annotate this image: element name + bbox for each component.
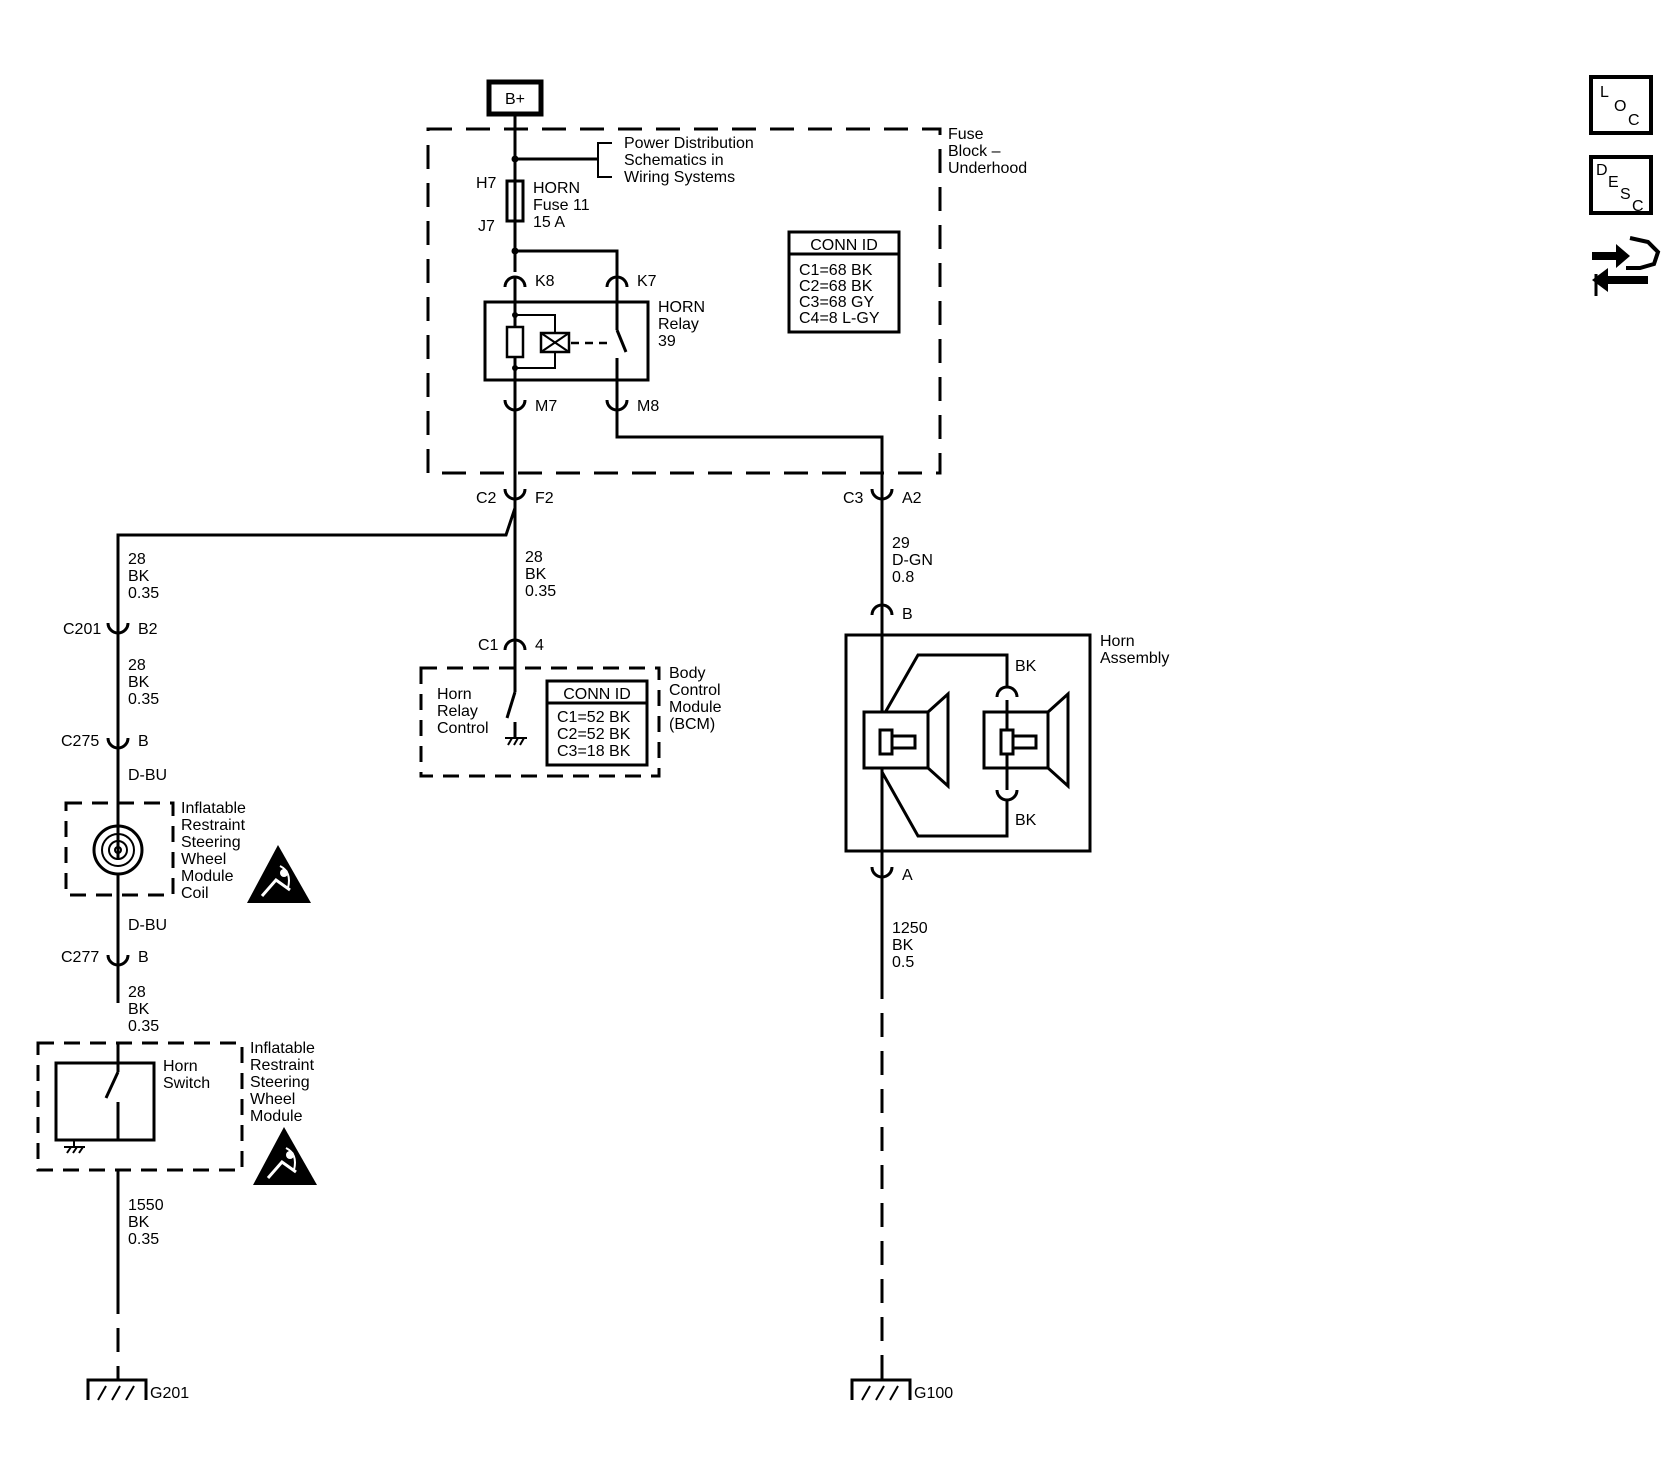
horn-relay-control-label: Horn Relay Control — [437, 686, 489, 737]
svg-text:4: 4 — [535, 637, 544, 654]
horn-1-icon — [862, 690, 950, 790]
svg-text:S: S — [1620, 186, 1631, 203]
fuse-pin-out: J7 — [478, 218, 495, 235]
svg-text:C4=8 L-GY: C4=8 L-GY — [799, 310, 880, 327]
coil-label: Inflatable Restraint Steering Wheel Modu… — [181, 800, 250, 902]
svg-text:O: O — [1614, 98, 1626, 115]
wire-label-switch-ground: 1550 BK 0.35 — [128, 1197, 168, 1248]
wire-label-dbu-upper: D-BU — [128, 767, 167, 784]
clockspring-coil-icon — [92, 803, 144, 895]
ground-g100-label: G100 — [914, 1385, 953, 1402]
svg-text:L: L — [1600, 84, 1609, 101]
connector-c277: C277 B — [61, 949, 149, 967]
svg-text:M7: M7 — [535, 398, 557, 415]
ground-g100-icon — [850, 1378, 912, 1401]
connector-horn-a: A — [870, 851, 913, 975]
wire-label-horn-feed: 29 D-GN 0.8 — [892, 535, 937, 586]
connector-c3-a2: C3 A2 — [843, 484, 922, 508]
horn-2-top-connector — [995, 685, 1019, 698]
fuse-block-label: Fuse Block – Underhood — [948, 126, 1027, 177]
svg-text:K8: K8 — [535, 273, 555, 290]
wire-label-dbu-lower: D-BU — [128, 917, 167, 934]
steering-wheel-module-label: Inflatable Restraint Steering Wheel Modu… — [250, 1040, 319, 1125]
svg-text:F2: F2 — [535, 490, 554, 507]
horn-assembly-wire-bottom: BK — [1015, 812, 1037, 829]
svg-text:B2: B2 — [138, 621, 158, 638]
svg-text:CONN ID: CONN ID — [810, 237, 878, 254]
connector-c1-4: C1 4 — [478, 637, 544, 668]
svg-text:B: B — [902, 606, 913, 623]
svg-text:C201: C201 — [63, 621, 101, 638]
svg-text:M8: M8 — [637, 398, 659, 415]
svg-text:B: B — [138, 949, 149, 966]
wire-label-horn-ground: 1250 BK 0.5 — [892, 920, 932, 971]
wire-label-left-top: 28 BK 0.35 — [128, 551, 159, 602]
connector-k8: K8 — [503, 273, 555, 302]
svg-text:A2: A2 — [902, 490, 922, 507]
wire-label-left-mid: 28 BK 0.35 — [128, 657, 159, 708]
ground-g201-label: G201 — [150, 1385, 189, 1402]
wire-label-left-lower: 28 BK 0.35 — [128, 984, 159, 1035]
svg-text:C277: C277 — [61, 949, 99, 966]
svg-text:C2=52 BK: C2=52 BK — [557, 726, 631, 743]
svg-text:C1=52 BK: C1=52 BK — [557, 709, 631, 726]
svg-text:E: E — [1608, 174, 1619, 191]
svg-text:C2: C2 — [476, 490, 497, 507]
battery-positive-label: B+ — [505, 91, 525, 108]
ground-g201-icon — [86, 1370, 148, 1401]
svg-text:C: C — [1632, 198, 1644, 215]
steering-wheel-module-boundary — [36, 1041, 244, 1172]
bcm-conn-id-table: CONN ID C1=52 BK C2=52 BK C3=18 BK — [545, 679, 649, 767]
svg-text:C1=68 BK: C1=68 BK — [799, 262, 873, 279]
horn-relay-label: HORN Relay 39 — [658, 299, 710, 350]
battery-positive-box: B+ — [486, 79, 544, 117]
connector-c201: C201 B2 — [63, 608, 158, 738]
fuse-block-conn-id-table: CONN ID C1=68 BK C2=68 BK C3=68 GY C4=8 … — [787, 230, 901, 334]
svg-text:C: C — [1628, 112, 1640, 129]
svg-text:CONN ID: CONN ID — [563, 686, 631, 703]
connector-tool-icon[interactable] — [1592, 236, 1661, 296]
horn-assembly-label: Horn Assembly — [1100, 633, 1169, 667]
svg-text:D: D — [1596, 162, 1608, 179]
fuse-pin-in: H7 — [476, 175, 497, 192]
airbag-warning-icon — [247, 845, 311, 903]
svg-text:C2=68 BK: C2=68 BK — [799, 278, 873, 295]
horn-switch-label: Horn Switch — [163, 1058, 210, 1092]
power-dist-bracket — [597, 142, 612, 178]
airbag-warning-icon — [253, 1127, 317, 1185]
horn-relay-control-switch — [505, 668, 527, 746]
wire-label-bcm-feed: 28 BK 0.35 — [525, 549, 556, 600]
bcm-label: Body Control Module (BCM) — [669, 665, 726, 733]
svg-text:B: B — [138, 733, 149, 750]
loc-icon[interactable]: L O C — [1589, 75, 1653, 135]
connector-horn-b: B — [870, 600, 913, 635]
connector-m7: M7 — [503, 380, 557, 415]
svg-text:C275: C275 — [61, 733, 99, 750]
svg-text:C3: C3 — [843, 490, 864, 507]
wire-left-branch — [116, 507, 517, 608]
svg-text:C1: C1 — [478, 637, 499, 654]
svg-text:A: A — [902, 867, 913, 884]
svg-text:C3=18 BK: C3=18 BK — [557, 743, 631, 760]
power-dist-ref-label: Power Distribution Schematics in Wiring … — [624, 135, 758, 186]
connector-c2-f2: C2 F2 — [476, 484, 554, 508]
horn-2-icon — [982, 690, 1070, 790]
connector-c275: C275 B — [61, 733, 149, 860]
horn-assembly-wire-top: BK — [1015, 658, 1037, 675]
desc-icon[interactable]: D E S C — [1589, 155, 1653, 215]
fuse-block-boundary — [426, 127, 942, 475]
svg-text:C3=68 GY: C3=68 GY — [799, 294, 874, 311]
horn-switch — [54, 1043, 156, 1154]
fuse-label: HORN Fuse 11 15 A — [533, 180, 594, 231]
connector-m8: M8 — [605, 380, 659, 415]
horn-2-bottom-connector — [995, 789, 1019, 802]
horn-assembly — [844, 633, 1092, 853]
horn-relay — [483, 300, 650, 382]
connector-k7: K7 — [605, 272, 657, 302]
svg-text:K7: K7 — [637, 273, 657, 290]
bcm-boundary — [419, 666, 661, 778]
